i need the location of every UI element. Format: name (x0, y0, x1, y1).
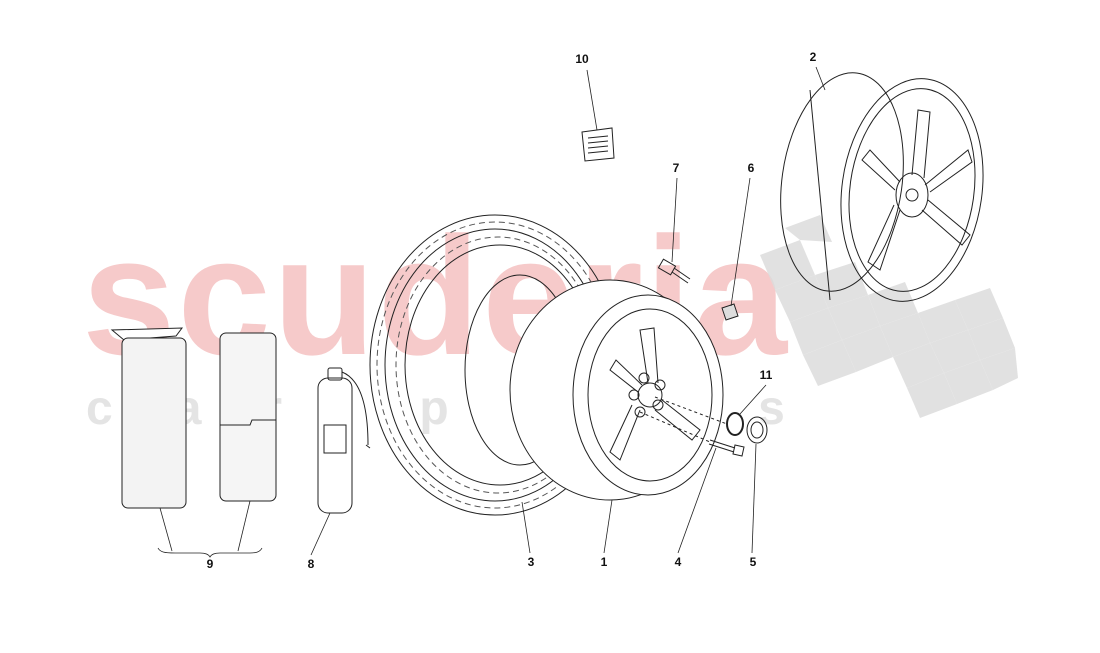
callout-2[interactable]: 2 (809, 50, 817, 64)
callout-5[interactable]: 5 (749, 555, 757, 569)
label-plate-part (581, 127, 615, 162)
tyre-valve-part (657, 258, 691, 284)
wheel-bolt-part (639, 396, 745, 457)
callout-10[interactable]: 10 (575, 52, 589, 66)
balance-weight-part (721, 303, 739, 321)
callout-3[interactable]: 3 (527, 555, 535, 569)
callout-7[interactable]: 7 (672, 161, 680, 175)
callout-8[interactable]: 8 (307, 557, 315, 571)
callout-1[interactable]: 1 (600, 555, 608, 569)
callout-4[interactable]: 4 (674, 555, 682, 569)
callout-9[interactable]: 9 (206, 557, 214, 571)
wheel-bags-part (110, 327, 277, 509)
callout-6[interactable]: 6 (747, 161, 755, 175)
hub-cap-part (746, 416, 768, 444)
five-spoke-wheel-part (780, 72, 984, 302)
inflator-canister-part (317, 367, 371, 514)
checkered-flag-watermark (760, 215, 1018, 418)
callout-11[interactable]: 11 (759, 368, 773, 382)
wheel-rim-assembly-part (509, 279, 724, 501)
leader-lines (157, 66, 826, 558)
o-ring-part (726, 412, 744, 436)
